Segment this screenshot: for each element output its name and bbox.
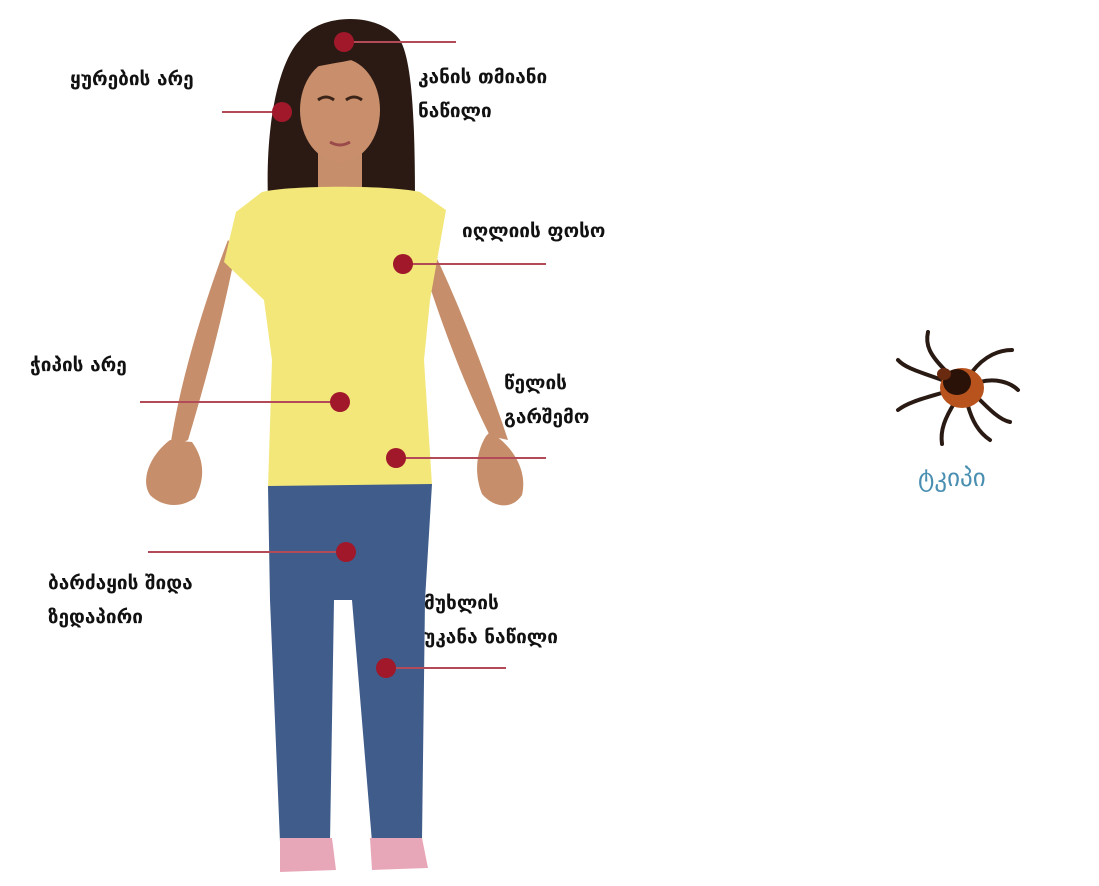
label-thigh-line-1: ბარძაყის შიდა [48,566,193,600]
left-arm [170,240,236,448]
label-scalp-line-1: კანის თმიანი [418,60,547,94]
label-knee-line-2: უკანა ნაწილი [424,620,558,654]
marker-knee [376,658,396,678]
left-shoe [280,838,336,872]
marker-scalp [334,32,354,52]
right-hand [477,432,523,505]
marker-ear [272,102,292,122]
shirt [224,187,446,488]
label-scalp-line-2: ნაწილი [418,94,547,128]
label-thigh: ბარძაყის შიდა ზედაპირი [48,566,193,634]
label-ear-line-1: ყურების არე [70,62,194,96]
jeans [268,484,432,842]
label-navel-line-1: ჭიპის არე [30,348,127,382]
label-knee: მუხლის უკანა ნაწილი [424,586,558,654]
left-hand [146,440,202,505]
marker-thigh [336,542,356,562]
tick-caption: ტკიპი [918,463,986,492]
label-armpit-line-1: იღლიის ფოსო [462,214,605,248]
right-shoe [370,838,428,870]
label-waist: წელის გარშემო [504,366,589,434]
label-ear: ყურების არე [70,62,194,96]
label-navel: ჭიპის არე [30,348,127,382]
label-armpit: იღლიის ფოსო [462,214,605,248]
tick-icon [898,332,1018,444]
marker-navel [330,392,350,412]
marker-armpit [393,254,413,274]
label-waist-line-1: წელის [504,366,589,400]
marker-waist [386,448,406,468]
label-thigh-line-2: ზედაპირი [48,600,193,634]
label-knee-line-1: მუხლის [424,586,558,620]
label-waist-line-2: გარშემო [504,400,589,434]
label-scalp: კანის თმიანი ნაწილი [418,60,547,128]
